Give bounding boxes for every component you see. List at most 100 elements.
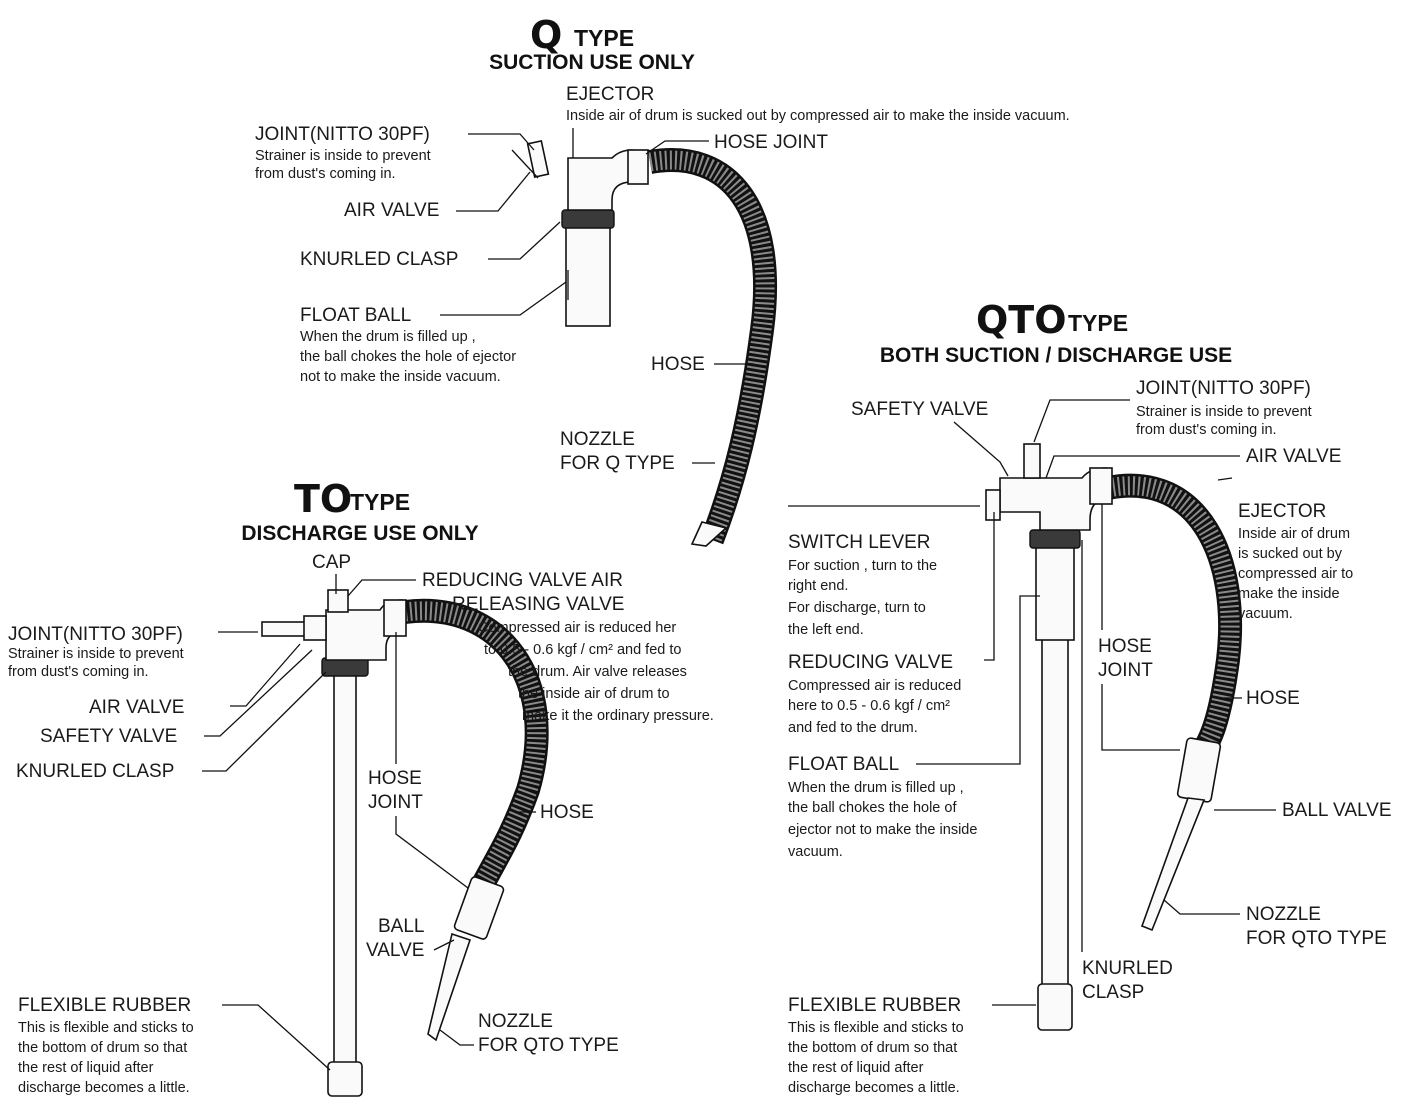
q-type-float-tube [565,223,611,327]
qto-type-joint-desc-2: from dust's coming in. [1136,422,1277,438]
to-type-ball-valve-drawing [453,876,505,940]
qto-type-float-ball-desc-4: vacuum. [788,844,843,860]
to-type-flexible-rubber-label: FLEXIBLE RUBBER [18,995,191,1016]
qto-type-reducing-valve-label: REDUCING VALVE [788,652,953,673]
to-type-nozzle-label-2: FOR QTO TYPE [478,1035,619,1056]
to-type-hose-joint-label-1: HOSE [368,768,422,789]
q-type-nozzle-label-2: FOR Q TYPE [560,453,675,474]
q-type-clasp-drawing [561,209,615,229]
q-type-joint-desc-2: from dust's coming in. [255,166,396,182]
qto-type-air-valve-label: AIR VALVE [1246,446,1341,467]
to-type-air-valve-drawing [303,615,327,641]
qto-type-ball-valve-label: BALL VALVE [1282,800,1392,821]
qto-type-safety-valve-label: SAFETY VALVE [851,399,988,420]
qto-type-title-big: QTO [976,298,1067,342]
qto-type-ejector-desc-4: make the inside [1238,586,1340,602]
qto-type-section: QTO TYPE BOTH SUCTION / DISCHARGE USE SA… [788,298,1392,1096]
to-type-reducing-valve-label-1: REDUCING VALVE AIR [422,570,623,591]
qto-type-reducing-desc-2: here to 0.5 - 0.6 kgf / cm² [788,698,950,714]
to-type-rubber-drawing [327,1061,363,1097]
to-type-safety-valve-label: SAFETY VALVE [40,726,177,747]
qto-type-knurled-clasp-label-2: CLASP [1082,982,1144,1003]
to-type-tube-drawing [333,671,357,1073]
to-type-nozzle-drawing [427,932,472,1042]
q-type-pump-drawing [511,128,778,547]
to-type-ball-valve-label-1: BALL [378,916,424,937]
q-type-float-ball-desc-3: not to make the inside vacuum. [300,369,501,385]
qto-type-ejector-label: EJECTOR [1238,501,1326,522]
qto-type-hose-joint-label-1: HOSE [1098,636,1152,657]
q-type-section: Q TYPE SUCTION USE ONLY EJECTOR Inside a… [255,13,1070,547]
to-type-joint-desc-2: from dust's coming in. [8,664,149,680]
to-type-title-big: TO [294,477,352,521]
qto-type-joint-drawing [1023,443,1041,479]
qto-type-float-chamber [1035,543,1075,641]
q-type-title-big: Q [530,13,562,57]
to-type-reducing-valve-label-2: RELEASING VALVE [452,594,624,615]
to-type-joint-drawing [261,621,309,637]
to-type-cap-drawing [327,589,349,613]
q-type-joint-desc-1: Strainer is inside to prevent [255,148,431,164]
qto-type-subtitle: BOTH SUCTION / DISCHARGE USE [880,344,1232,367]
to-type-title-small: TYPE [350,489,410,515]
to-type-hose-joint-label-2: JOINT [368,792,423,813]
qto-type-switch-lever-drawing [985,489,1001,521]
qto-type-switch-desc-4: the left end. [788,622,864,638]
to-type-reducing-desc-4: the inside air of drum to [518,686,670,702]
q-type-nozzle-drawing [690,521,728,547]
qto-type-hose-label: HOSE [1246,688,1300,709]
to-type-nozzle-label-1: NOZZLE [478,1011,553,1032]
q-type-hose-drawing [647,148,778,545]
qto-type-reducing-desc-1: Compressed air is reduced [788,678,961,694]
qto-type-float-ball-desc-3: ejector not to make the inside [788,822,977,838]
qto-type-title-small: TYPE [1068,310,1128,336]
qto-type-ejector-desc-5: vacuum. [1238,606,1293,622]
to-type-flexible-desc-3: the rest of liquid after [18,1060,154,1076]
qto-type-clasp-drawing [1029,529,1081,549]
qto-type-switch-desc-3: For discharge, turn to [788,600,926,616]
to-type-joint-desc-1: Strainer is inside to prevent [8,646,184,662]
to-type-section: TO TYPE DISCHARGE USE ONLY CAP REDUCING … [8,477,714,1097]
q-type-subtitle: SUCTION USE ONLY [489,51,695,74]
qto-type-joint-desc-1: Strainer is inside to prevent [1136,404,1312,420]
qto-type-ball-valve-drawing [1176,737,1222,803]
qto-type-float-ball-desc-1: When the drum is filled up , [788,780,964,796]
qto-type-ejector-desc-1: Inside air of drum [1238,526,1350,542]
q-type-hose-joint-drawing [627,149,649,185]
qto-type-ejector-desc-2: is sucked out by [1238,546,1343,562]
to-type-hose-joint-drawing [383,599,407,637]
to-type-hose-label: HOSE [540,802,594,823]
qto-type-pump-drawing [985,443,1243,1031]
qto-type-switch-desc-2: right end. [788,578,848,594]
q-type-title-small: TYPE [574,25,634,51]
qto-type-reducing-desc-3: and fed to the drum. [788,720,918,736]
qto-type-knurled-clasp-label-1: KNURLED [1082,958,1173,979]
qto-type-rubber-drawing [1037,983,1073,1031]
q-type-float-ball-desc-2: the ball chokes the hole of ejector [300,349,516,365]
to-type-pump-drawing [261,589,549,1097]
to-type-flexible-desc-1: This is flexible and sticks to [18,1020,194,1036]
q-type-ejector-label: EJECTOR [566,84,654,105]
to-type-joint-label: JOINT(NITTO 30PF) [8,624,183,645]
q-type-nozzle-label-1: NOZZLE [560,429,635,450]
qto-type-flexible-rubber-label: FLEXIBLE RUBBER [788,995,961,1016]
qto-type-switch-desc-1: For suction , turn to the [788,558,937,574]
qto-type-nozzle-drawing [1140,797,1206,932]
to-type-reducing-desc-3: the drum. Air valve releases [508,664,687,680]
qto-type-nozzle-label-1: NOZZLE [1246,904,1321,925]
to-type-knurled-clasp-label: KNURLED CLASP [16,761,174,782]
to-type-reducing-desc-5: make it the ordinary pressure. [522,708,714,724]
q-type-joint-drawing [526,139,550,179]
to-type-subtitle: DISCHARGE USE ONLY [241,522,478,545]
to-type-flexible-desc-4: discharge becomes a little. [18,1080,190,1096]
q-type-joint-label: JOINT(NITTO 30PF) [255,124,430,145]
qto-type-float-ball-label: FLOAT BALL [788,754,899,775]
q-type-knurled-clasp-label: KNURLED CLASP [300,249,458,270]
qto-type-ejector-desc-3: compressed air to [1238,566,1353,582]
to-type-reducing-desc-2: to 0.5 - 0.6 kgf / cm² and fed to [484,642,681,658]
qto-type-hose-joint-drawing [1089,467,1113,505]
qto-type-flexible-desc-3: the rest of liquid after [788,1060,924,1076]
q-type-ejector-desc: Inside air of drum is sucked out by comp… [566,108,1070,124]
to-type-flexible-desc-2: the bottom of drum so that [18,1040,187,1056]
q-type-ejector-body [567,149,633,211]
